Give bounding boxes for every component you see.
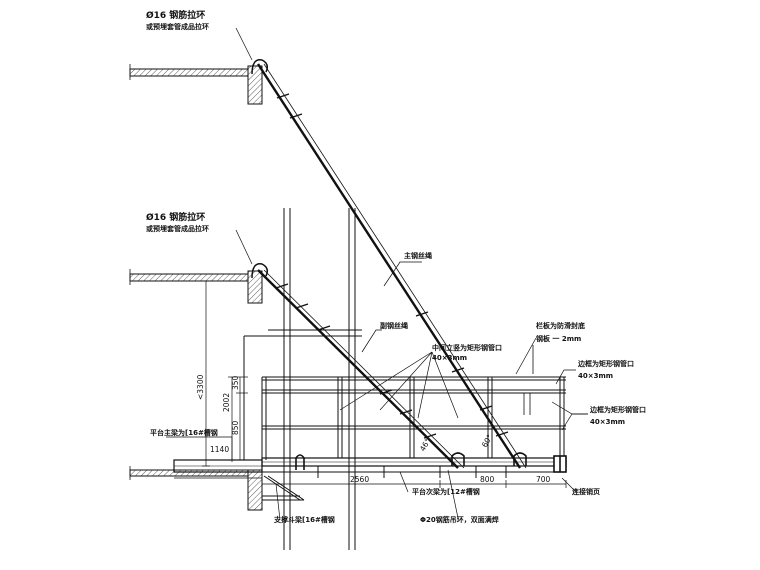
secondary-beam-label: 平台次梁为[12#槽钢 [412,487,480,496]
top-rail-label-2: 40×3mm [578,372,613,380]
dim-2002: 2002 [222,393,231,412]
mid-rail-label-2: 40×3mm [590,418,625,426]
mid-ring-label-2: 或预埋套管成品拉环 [146,224,209,233]
middle-floor-slab [129,269,263,304]
dim-3300: <3300 [196,374,205,400]
lifting-hook-label: Φ20钢筋吊环，双面满焊 [420,515,499,524]
mid-post-label-1: 中间立竖为矩形钢管口 [432,343,502,352]
support-bracket [262,475,305,501]
dim-2560: 2560 [350,475,369,484]
scaffold-tubes [268,208,362,550]
leader-lines [166,27,588,521]
guard-plate-label-2: 钢板 一 2mm [536,334,581,343]
deck-cross-beams [317,466,507,478]
dim-700: 700 [536,475,551,484]
mid-ring-label-1: Ø16 钢筋拉环 [146,211,205,223]
main-rope-label: 主钢丝绳 [404,251,432,260]
guard-plate-label-1: 栏板为防滑封底 [536,321,585,330]
main-beam-label: 平台主梁为[16#槽钢 [150,428,218,437]
upper-floor-slab [129,64,263,105]
dim-850: 850 [231,420,240,435]
dim-800: 800 [480,475,495,484]
guard-rail-frame [243,335,566,460]
mid-post-label-2: 40×3mm [432,354,467,362]
lifting-rings [295,452,567,473]
dim-1140: 1140 [210,445,229,454]
guard-plate [523,345,534,415]
support-beam-label: 支撑斗梁[16#槽钢 [273,515,335,524]
secondary-rope-label: 副钢丝绳 [380,321,408,330]
main-steel-rope [251,59,527,469]
secondary-steel-rope [251,263,465,469]
annotation-labels: Ø16 钢筋拉环 或预埋套管成品拉环 Ø16 钢筋拉环 或预埋套管成品拉环 主钢… [146,9,646,524]
top-ring-label-1: Ø16 钢筋拉环 [146,9,205,21]
dim-350: 350 [231,375,240,390]
connection-tab-label: 连接销页 [572,487,600,496]
lower-floor-slab [129,466,263,511]
mid-rail-label-1: 边框为矩形钢管口 [589,405,646,414]
top-ring-label-2: 或预埋套管成品拉环 [146,22,209,31]
top-rail-label-1: 边框为矩形钢管口 [577,359,634,368]
